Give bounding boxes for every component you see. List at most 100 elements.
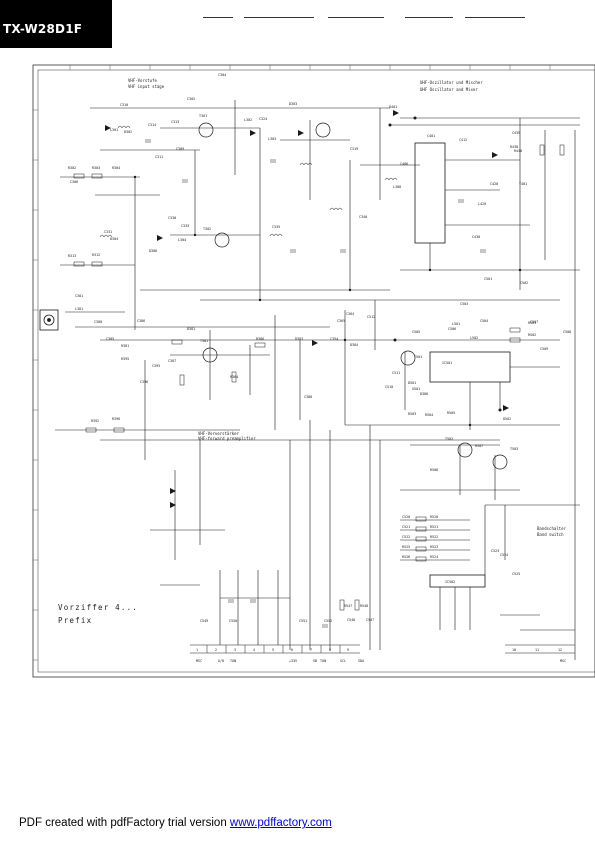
component-label: T301 xyxy=(199,114,207,118)
connector-pins xyxy=(206,645,341,653)
header-uhf-osc-en: UHF Oscillator and Mixer xyxy=(420,87,478,92)
component-label: R507 xyxy=(475,444,483,448)
signal-label: TUN xyxy=(230,659,236,663)
component-label: C547 xyxy=(366,618,374,622)
component-label: R395 xyxy=(121,357,129,361)
signal-label: MSC xyxy=(196,659,202,663)
component-label: C319 xyxy=(350,147,358,151)
component-label: C505 xyxy=(412,330,420,334)
component-label: IC502 xyxy=(445,580,455,584)
component-label: C549 xyxy=(200,619,208,623)
component-label: C311 xyxy=(155,155,163,159)
pin-number: 5 xyxy=(272,648,274,652)
component-label: C509 xyxy=(540,347,548,351)
component-label: C439 xyxy=(512,131,520,135)
component-label: R313 xyxy=(68,254,76,258)
component-label: C365 xyxy=(337,319,345,323)
component-label: C331 xyxy=(104,230,112,234)
pin-number: 3 xyxy=(234,648,236,652)
component-label: R303 xyxy=(92,166,100,170)
component-label: IC501 xyxy=(442,361,452,365)
header-rule xyxy=(203,17,233,18)
component-label: D502 xyxy=(503,417,511,421)
header-vhf-pre-en: VHF-forward preamplifier xyxy=(198,436,256,441)
component-label: D303 xyxy=(289,102,297,106)
component-label: X501 xyxy=(412,387,420,391)
header-rule xyxy=(328,17,384,18)
component-label: C430 xyxy=(472,235,480,239)
component-label: R501 xyxy=(528,321,536,325)
component-label: D501 xyxy=(408,381,416,385)
component-label: C330 xyxy=(168,216,176,220)
component-label: C520 xyxy=(402,515,410,519)
component-label: T401 xyxy=(519,182,527,186)
component-label: D383 xyxy=(295,337,303,341)
component-label: R522 xyxy=(430,535,438,539)
antenna-socket xyxy=(39,309,59,331)
component-label: L303 xyxy=(268,137,276,141)
component-label: R438 xyxy=(510,145,518,149)
component-label: R504 xyxy=(425,413,433,417)
component-label: L302 xyxy=(244,118,252,122)
signal-label: U/D xyxy=(218,659,224,663)
component-label: C395 xyxy=(152,364,160,368)
component-label: L501 xyxy=(452,322,460,326)
component-label: C522 xyxy=(402,535,410,539)
component-label: C523 xyxy=(491,549,499,553)
component-label: C525 xyxy=(512,572,520,576)
component-label: C510 xyxy=(385,385,393,389)
header-rule xyxy=(244,17,314,18)
component-label: D302 xyxy=(124,130,132,134)
components xyxy=(73,139,565,628)
pin-number: 6 xyxy=(291,648,293,652)
component-label: D401 xyxy=(389,105,397,109)
signal-label: SB xyxy=(313,659,317,663)
component-label: T502 xyxy=(445,437,453,441)
component-label: C501 xyxy=(484,277,492,281)
component-label: C503 xyxy=(460,302,468,306)
pin-number: 1 xyxy=(196,648,198,652)
component-label: C335 xyxy=(272,225,280,229)
component-label: C401 xyxy=(427,134,435,138)
prefix-line-2: Prefix xyxy=(58,616,92,625)
component-label: C521 xyxy=(402,525,410,529)
pin-number: 10 xyxy=(512,648,516,652)
component-label: D384 xyxy=(350,343,358,347)
component-label: D306 xyxy=(149,249,157,253)
header-uhf-osc-de: UHF-Oszillator und Mischer xyxy=(420,80,483,85)
header-band-en: Band switch xyxy=(537,532,564,537)
component-label: R548 xyxy=(360,604,368,608)
header-vhf-preamp-en: VHF input stage xyxy=(128,84,165,89)
component-label: R381 xyxy=(121,344,129,348)
component-label: T302 xyxy=(203,227,211,231)
component-label: T501 xyxy=(414,355,422,359)
component-label: T381 xyxy=(200,339,208,343)
component-label: C512 xyxy=(367,315,375,319)
header-vhf-pre-de: VHF-Vorverstärker xyxy=(198,431,240,436)
component-label: C552 xyxy=(324,619,332,623)
pin-number: 2 xyxy=(215,648,217,652)
component-label: C309 xyxy=(176,147,184,151)
pin-number: 12 xyxy=(558,648,562,652)
component-label: C388 xyxy=(304,395,312,399)
pin-number: 4 xyxy=(253,648,255,652)
component-label: C385 xyxy=(106,337,114,341)
component-label: C333 xyxy=(181,224,189,228)
wiring xyxy=(55,100,580,660)
pin-number: 11 xyxy=(535,648,539,652)
component-label: C504 xyxy=(480,319,488,323)
component-label: C420 xyxy=(490,182,498,186)
component-label: R526 xyxy=(402,555,410,559)
signal-label: TUN xyxy=(320,659,326,663)
component-label: R384 xyxy=(230,375,238,379)
header-rule xyxy=(405,17,453,18)
junction-dots xyxy=(133,116,522,427)
component-label: C551 xyxy=(299,619,307,623)
component-label: L381 xyxy=(75,307,83,311)
pin-number: 9 xyxy=(347,648,349,652)
footer-link[interactable]: www.pdffactory.com xyxy=(229,817,332,829)
pdf-footer: PDF created with pdfFactory trial versio… xyxy=(19,817,332,829)
header-vhf-preamp-de: VHF-Vorstufe xyxy=(128,78,157,83)
component-label: R502 xyxy=(528,333,536,337)
